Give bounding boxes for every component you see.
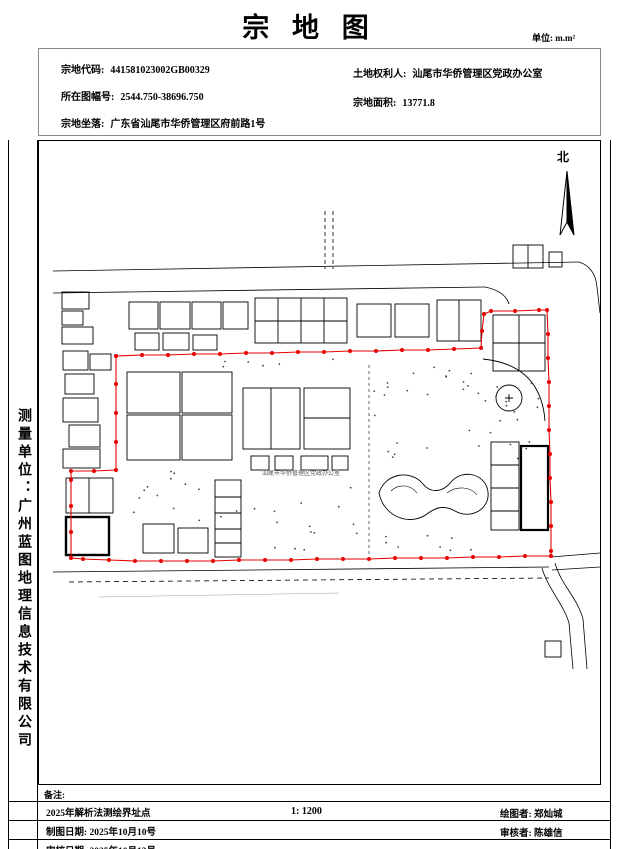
sheet-number-value: 2544.750-38696.750	[120, 92, 204, 103]
tree-circle	[495, 384, 523, 412]
parcel-code-value: 441581023002GB00329	[110, 65, 210, 76]
drawer-name: 绘图者: 郑灿城	[500, 810, 563, 820]
land-owner-row: 土地权利人: 汕尾市华侨管理区党政办公室	[353, 65, 542, 80]
sheet-right-border	[610, 140, 611, 849]
footer-divider-1	[8, 801, 611, 802]
header-info-box: 宗地代码: 441581023002GB00329 所在图幅号: 2544.750-…	[38, 48, 601, 136]
buildings-layer	[61, 244, 563, 658]
sheet-number-label: 所在图幅号:	[61, 92, 115, 103]
parcel-area-label: 宗地面积:	[353, 98, 397, 109]
parcel-location-row: 宗地坐落: 广东省汕尾市华侨管理区府前路1号	[61, 115, 265, 130]
reviewer-name: 审核者: 陈雄信	[500, 829, 563, 839]
footer-divider-2	[8, 820, 611, 821]
parcel-code-label: 宗地代码:	[61, 65, 105, 76]
draw-date: 制图日期: 2025年10月10号	[46, 828, 157, 838]
survey-note: 2025年解析法测绘界址点	[46, 809, 151, 819]
land-owner-value: 汕尾市华侨管理区党政办公室	[412, 69, 543, 80]
remark-label: 备注:	[44, 790, 65, 800]
parcel-location-value: 广东省汕尾市华侨管理区府前路1号	[110, 119, 266, 130]
sheet-number-row: 所在图幅号: 2544.750-38696.750	[61, 88, 204, 103]
survey-unit-vertical-text: 测量单位：广州蓝图地理信息技术有限公司	[16, 408, 31, 750]
page-title: 宗 地 图	[242, 13, 377, 43]
map-frame: 北 汕尾市华侨管理区党政办公室	[38, 140, 601, 785]
survey-unit-strip: 测量单位：广州蓝图地理信息技术有限公司	[8, 140, 38, 849]
parcel-location-label: 宗地坐落:	[61, 119, 105, 130]
roads-layer	[52, 211, 601, 670]
pond-shape	[378, 473, 489, 520]
parcel-boundary	[69, 308, 553, 563]
map-scale: 1: 1200	[291, 806, 322, 817]
parcel-area-row: 宗地面积: 13771.8	[353, 94, 435, 109]
unit-label: 单位: m.m²	[532, 33, 576, 43]
footer-divider-3	[8, 839, 611, 840]
north-arrow-icon: 北	[557, 149, 575, 236]
vegetation-dots	[132, 358, 540, 552]
cadastral-drawing: 北 汕尾市华侨管理区党政办公室	[52, 149, 601, 670]
parcel-center-label: 汕尾市华侨管理区党政办公室	[262, 469, 340, 477]
north-label: 北	[557, 149, 569, 164]
review-date: 审核日期: 2025年10月13号	[46, 843, 156, 849]
parcel-area-value: 13771.8	[402, 98, 435, 109]
parcel-code-row: 宗地代码: 441581023002GB00329	[61, 61, 210, 76]
land-owner-label: 土地权利人:	[353, 69, 407, 80]
